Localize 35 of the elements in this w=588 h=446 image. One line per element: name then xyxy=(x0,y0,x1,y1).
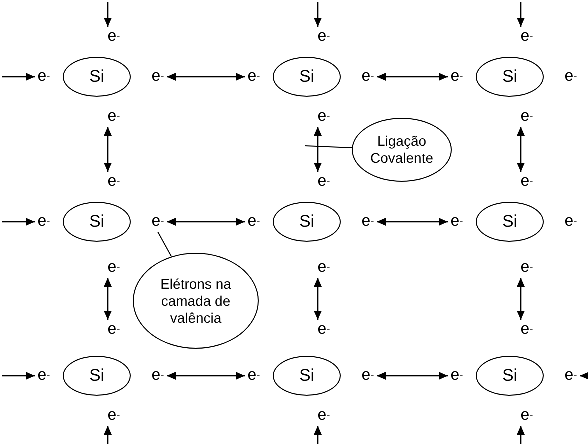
arrow xyxy=(2,372,35,380)
callout-bubble: Ligação Covalente xyxy=(352,118,452,182)
silicon-atom: Si xyxy=(273,356,341,396)
silicon-atom: Si xyxy=(63,202,131,242)
double-arrow xyxy=(167,73,245,81)
leader-line xyxy=(158,232,172,258)
silicon-atom: Si xyxy=(63,57,131,97)
arrow xyxy=(104,426,112,444)
arrow xyxy=(2,73,35,81)
arrow xyxy=(517,2,525,27)
callout-bubble: Elétrons na camada de valência xyxy=(133,253,259,349)
silicon-atom: Si xyxy=(476,202,544,242)
double-arrow xyxy=(314,278,322,320)
arrow xyxy=(517,426,525,444)
arrow xyxy=(314,2,322,27)
arrow xyxy=(104,2,112,27)
arrow xyxy=(2,218,35,226)
arrow xyxy=(314,426,322,444)
silicon-atom: Si xyxy=(63,356,131,396)
silicon-atom: Si xyxy=(273,202,341,242)
leader-line xyxy=(304,146,353,148)
double-arrow xyxy=(517,278,525,320)
silicon-atom: Si xyxy=(476,356,544,396)
double-arrow xyxy=(167,372,245,380)
double-arrow xyxy=(377,73,448,81)
double-arrow xyxy=(167,218,245,226)
double-arrow xyxy=(104,278,112,320)
double-arrow xyxy=(314,127,322,172)
silicon-atom: Si xyxy=(273,57,341,97)
double-arrow xyxy=(517,127,525,172)
double-arrow xyxy=(104,127,112,172)
arrow xyxy=(580,372,588,380)
silicon-atom: Si xyxy=(476,57,544,97)
double-arrow xyxy=(377,218,448,226)
double-arrow xyxy=(377,372,448,380)
